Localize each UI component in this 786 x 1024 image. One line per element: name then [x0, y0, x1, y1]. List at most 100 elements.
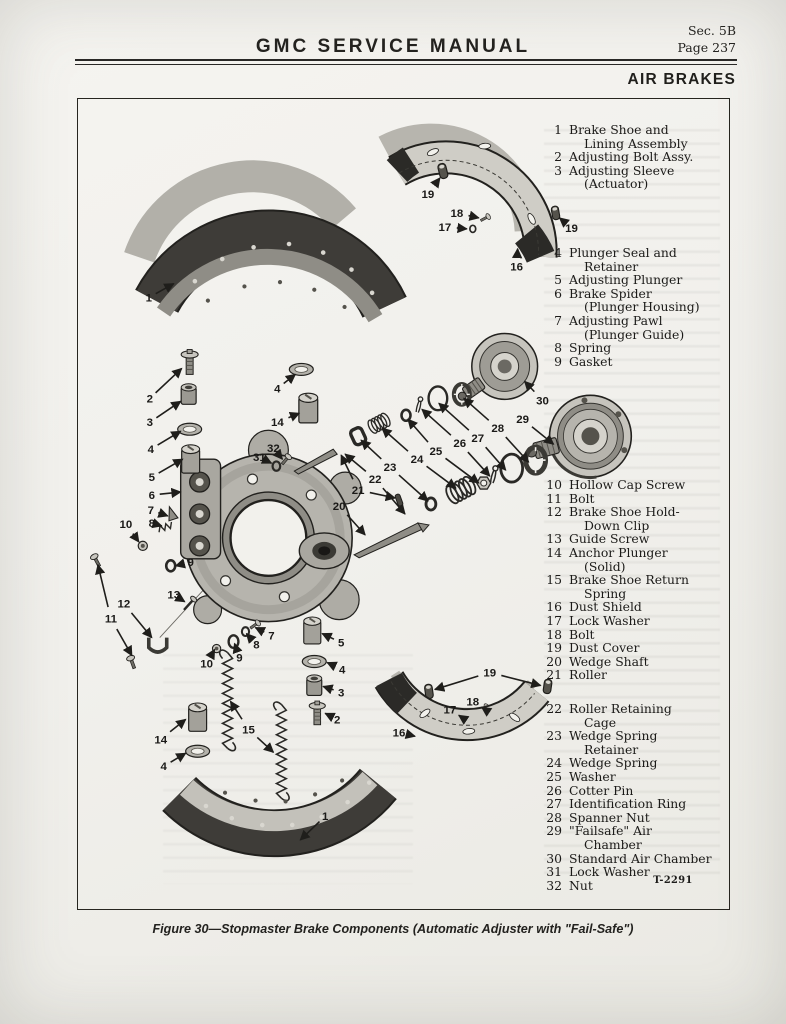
part-label-line: Retainer — [584, 741, 639, 757]
return-spring — [218, 649, 237, 752]
callout-number: 10 — [200, 658, 213, 670]
part-label-line: Adjusting Pawl — [569, 312, 663, 328]
part-label-line: Roller Retaining — [569, 701, 672, 716]
callout-number: 19 — [565, 223, 578, 235]
callout-number: 28 — [491, 423, 504, 435]
washer — [476, 476, 492, 490]
part-number: 1 — [554, 122, 562, 137]
callout-number: 19 — [483, 667, 496, 679]
part-number: 22 — [546, 701, 562, 716]
part-label: Roller — [569, 668, 607, 682]
part-label: Identification Ring — [569, 797, 686, 811]
callout-number: 16 — [393, 727, 406, 739]
callout-arrow — [130, 612, 153, 639]
part-number: 10 — [546, 477, 562, 492]
callout-arrow — [157, 430, 182, 446]
part-label-line: Lock Washer — [569, 864, 650, 880]
adjusting-plunger — [302, 616, 322, 645]
callout-number: 3 — [338, 687, 344, 699]
part-label-line: Lock Washer — [569, 612, 650, 628]
part-label-line: Bolt — [569, 626, 595, 642]
brake-spider — [159, 429, 362, 638]
part-label-line: Anchor Plunger — [569, 544, 668, 560]
callout-arrow — [340, 454, 354, 480]
part-number: 24 — [546, 755, 562, 771]
parts-list-item: 27 Identification Ring — [545, 797, 712, 811]
callout-arrow — [457, 714, 470, 725]
callout-arrow — [324, 712, 336, 723]
return-spring — [272, 701, 290, 802]
part-number: 25 — [546, 768, 562, 784]
callout-number: 18 — [466, 696, 479, 708]
part-label-line: Adjusting Plunger — [569, 272, 683, 288]
part-label: Anchor Plunger(Solid) — [569, 546, 668, 573]
callout-arrow — [501, 674, 542, 689]
part-label-line: Gasket — [569, 353, 613, 369]
part-number: 7 — [554, 312, 562, 328]
callout-number: 26 — [453, 438, 466, 450]
callout-number: 1 — [146, 293, 153, 305]
part-label-line: (Actuator) — [584, 176, 649, 192]
adjusting-plunger — [180, 443, 201, 475]
section-label: Sec. 5B — [687, 23, 736, 38]
part-number: 18 — [546, 626, 562, 642]
callout-number: 14 — [154, 734, 167, 746]
callout-number: 21 — [352, 485, 365, 497]
callout-arrow — [433, 675, 479, 692]
part-label-line: Spring — [569, 340, 612, 356]
washer — [400, 408, 412, 423]
part-label-line: Wedge Spring — [569, 728, 658, 744]
air-chamber-failsafe — [526, 394, 633, 480]
callout-arrow — [398, 474, 429, 502]
part-label-line: Spring — [584, 585, 627, 601]
callout-number: 25 — [430, 446, 443, 458]
callout-arrow — [456, 222, 468, 234]
spanner-nut — [526, 447, 546, 473]
callout-arrow — [95, 563, 109, 608]
part-label: Adjusting Plunger — [569, 273, 682, 287]
part-number: 30 — [546, 850, 562, 866]
plunger-seal — [177, 422, 203, 436]
parts-list-item: 28 Spanner Nut — [545, 811, 712, 825]
part-number: 23 — [546, 728, 562, 744]
part-label: Adjusting Pawl(Plunger Guide) — [569, 314, 684, 341]
part-number: 28 — [546, 809, 562, 825]
part-number: 29 — [546, 823, 562, 839]
part-label-line: "Failsafe" Air — [569, 823, 652, 839]
part-label-line: Nut — [569, 877, 593, 893]
callout-number: 8 — [253, 640, 260, 652]
lock-washer — [469, 224, 477, 234]
part-label: Nut — [569, 879, 593, 893]
hollow-cap-screw — [137, 540, 148, 552]
callout-arrow — [272, 448, 284, 460]
part-label-line: Plunger Seal and — [569, 245, 677, 260]
callout-number: 4 — [274, 383, 281, 395]
part-label: Guide Screw — [569, 532, 649, 546]
callout-arrow — [326, 661, 338, 672]
part-label: Adjusting Bolt Assy. — [569, 150, 693, 164]
part-label-line: Identification Ring — [569, 796, 687, 812]
part-label-line: Adjusting Bolt Assy. — [569, 149, 694, 165]
callout-arrow — [174, 558, 187, 569]
callout-arrow — [245, 632, 257, 644]
part-label: Bolt — [569, 626, 595, 642]
callout-number: 2 — [147, 393, 153, 405]
part-label: Adjusting Sleeve(Actuator) — [569, 164, 674, 191]
dust-shield-top — [378, 123, 558, 264]
callout-number: 10 — [119, 519, 132, 531]
part-label-line: Adjusting Sleeve — [569, 162, 675, 178]
identification-ring — [427, 385, 449, 412]
part-label-line: Standard Air Chamber — [569, 850, 712, 866]
part-label: Spanner Nut — [569, 811, 650, 825]
callout-number: 11 — [105, 614, 118, 626]
callout-number: 23 — [384, 462, 397, 474]
callout-arrow — [229, 700, 243, 720]
callout-arrow — [468, 210, 480, 221]
part-number: 27 — [546, 796, 562, 812]
